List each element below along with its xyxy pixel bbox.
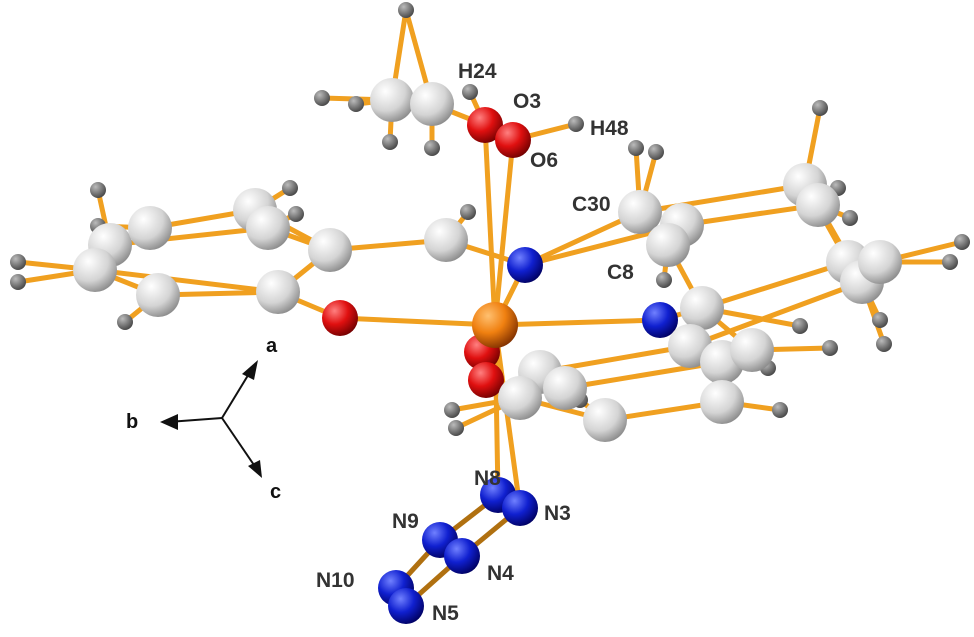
bond <box>687 279 865 349</box>
nitrogen-atom <box>502 490 538 526</box>
nitrogen-atom <box>507 247 543 283</box>
hydrogen-atom <box>876 336 892 352</box>
carbon-atom <box>858 240 902 284</box>
label-n5: N5 <box>432 602 459 625</box>
oxygen-atom <box>322 300 358 336</box>
nitrogen-atom <box>642 302 678 338</box>
carbon-atom <box>370 78 414 122</box>
hydrogen-atom <box>822 340 838 356</box>
hydrogen-atom <box>444 402 460 418</box>
label-o6: O6 <box>530 149 558 172</box>
hydrogen-atom <box>90 182 106 198</box>
oxygen-atom <box>468 362 504 398</box>
label-o3: O3 <box>513 90 541 113</box>
bond <box>637 182 808 215</box>
nitrogen-atom <box>444 538 480 574</box>
label-c8: C8 <box>607 261 634 284</box>
hydrogen-atom <box>942 254 958 270</box>
hydrogen-atom <box>954 234 970 250</box>
hydrogen-atom <box>656 272 672 288</box>
arrow-b-icon <box>160 414 178 430</box>
hydrogen-atom <box>282 180 298 196</box>
carbon-atom <box>583 398 627 442</box>
carbon-atom <box>308 228 352 272</box>
label-n3: N3 <box>544 502 571 525</box>
arrow-c-icon <box>248 460 262 478</box>
oxygen-atom <box>467 107 503 143</box>
axis-label-a: a <box>266 335 278 357</box>
axis-label-b: b <box>126 411 138 433</box>
carbon-atom <box>498 376 542 420</box>
hydrogen-atom <box>628 140 644 156</box>
hydrogen-atom <box>10 254 26 270</box>
label-n9: N9 <box>392 510 419 533</box>
hydrogen-atom <box>314 90 330 106</box>
label-n4: N4 <box>487 562 514 585</box>
bond <box>482 122 498 328</box>
carbon-atom <box>543 366 587 410</box>
hydrogen-atom <box>648 144 664 160</box>
atom-labels: H24 O3 H48 O6 C30 C8 N8 N3 N9 N4 N10 N5 <box>316 60 634 625</box>
bond <box>699 259 851 311</box>
label-c30: C30 <box>572 193 611 216</box>
carbon-atom <box>618 190 662 234</box>
hydrogen-atom <box>117 314 133 330</box>
hydrogen-atom <box>812 100 828 116</box>
iron-atom <box>472 302 518 348</box>
carbon-atom <box>246 206 290 250</box>
atoms <box>10 2 970 624</box>
hydrogen-atom <box>424 140 440 156</box>
carbon-atom <box>136 273 180 317</box>
carbon-atom <box>700 380 744 424</box>
carbon-atom <box>646 223 690 267</box>
carbon-atom <box>73 248 117 292</box>
carbon-atom <box>256 270 300 314</box>
arrow-a-icon <box>242 360 258 380</box>
hydrogen-atom <box>10 274 26 290</box>
hydrogen-atom <box>288 206 304 222</box>
hydrogen-atom <box>568 116 584 132</box>
label-n10: N10 <box>316 569 355 592</box>
hydrogen-atom <box>872 312 888 328</box>
hydrogen-atom <box>460 204 476 220</box>
carbon-atom <box>128 206 172 250</box>
carbon-atom <box>730 328 774 372</box>
hydrogen-atom <box>448 420 464 436</box>
bond <box>679 202 821 228</box>
label-n8: N8 <box>474 467 501 490</box>
label-h24: H24 <box>458 60 497 83</box>
carbon-atom <box>410 82 454 126</box>
label-h48: H48 <box>590 117 629 140</box>
hydrogen-atom <box>842 210 858 226</box>
carbon-atom <box>424 218 468 262</box>
carbon-atom <box>796 183 840 227</box>
oxygen-atom <box>495 122 531 158</box>
axis-indicator: a b c <box>126 335 281 503</box>
bond <box>492 137 516 328</box>
hydrogen-atom <box>398 2 414 18</box>
axis-label-c: c <box>270 481 281 503</box>
bond <box>337 315 498 328</box>
hydrogen-atom <box>348 96 364 112</box>
carbon-atom <box>680 286 724 330</box>
hydrogen-atom <box>772 402 788 418</box>
nitrogen-atom <box>388 588 424 624</box>
hydrogen-atom <box>462 84 478 100</box>
bond <box>492 317 663 328</box>
hydrogen-atom <box>792 318 808 334</box>
hydrogen-atom <box>382 134 398 150</box>
bond <box>92 267 281 295</box>
